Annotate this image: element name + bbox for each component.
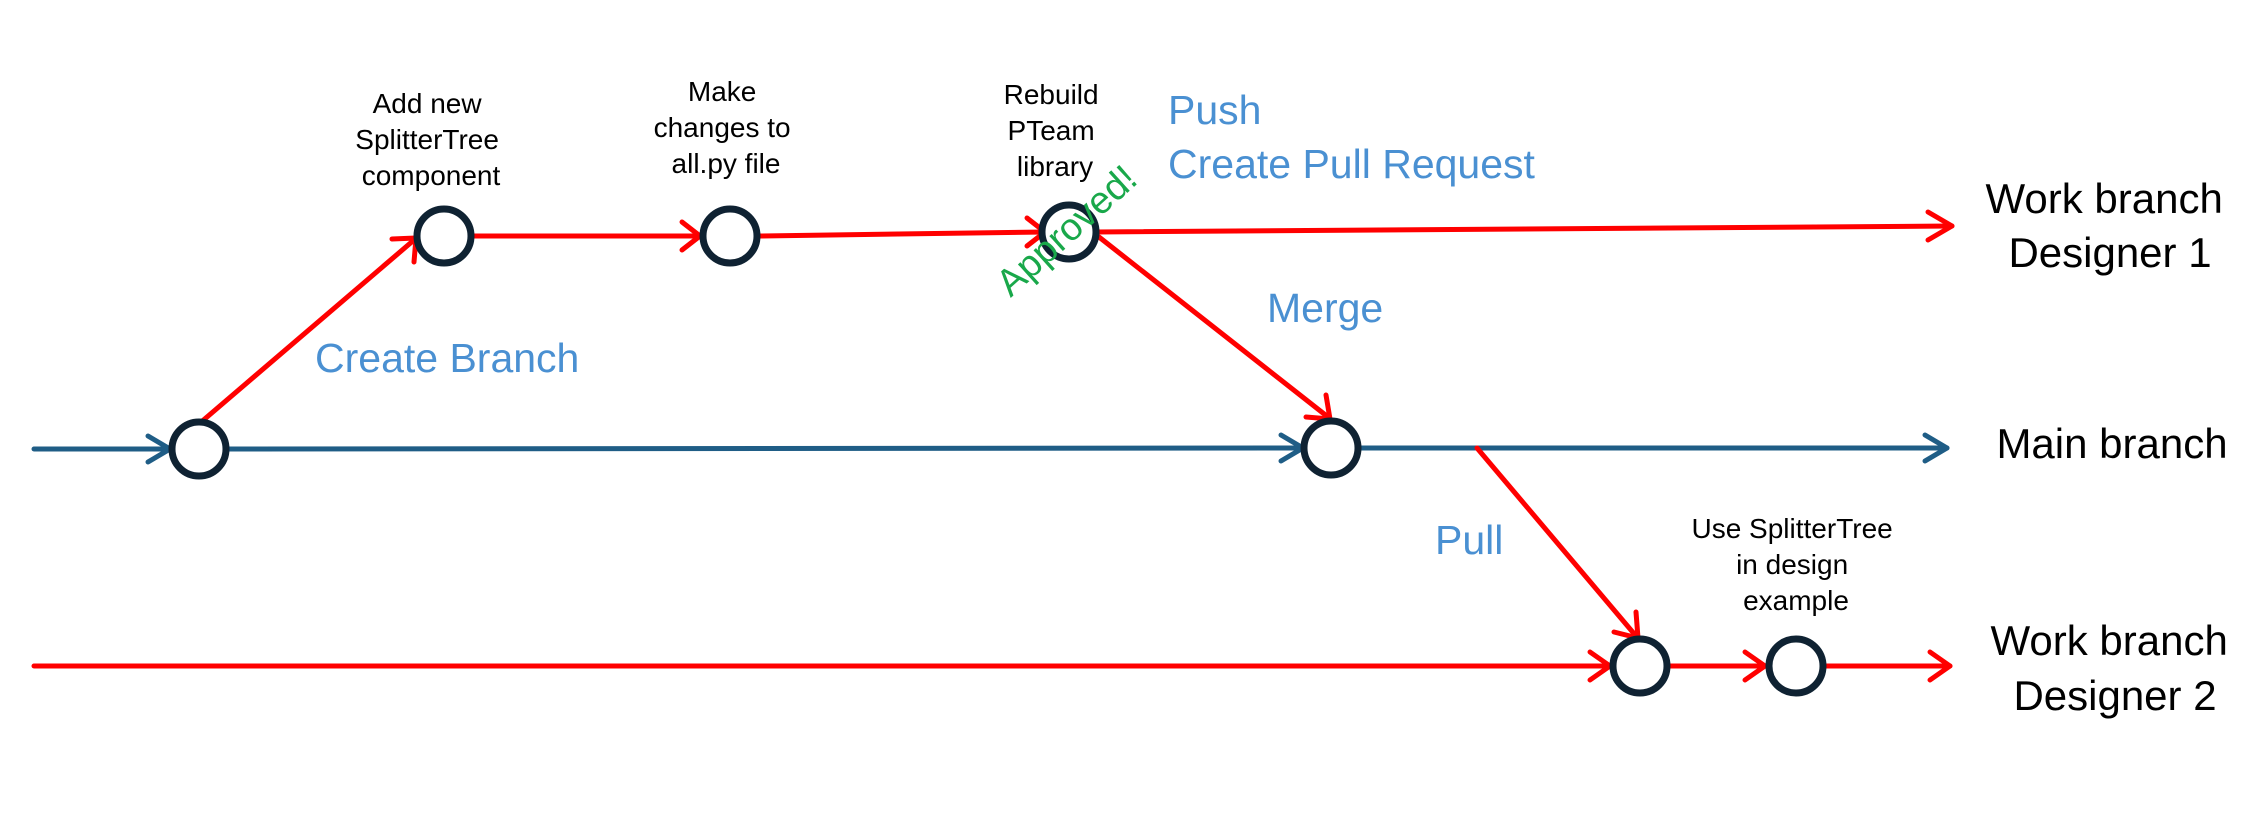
arrowhead-work-branch-1 [1925,209,1955,243]
action-create-branch: Create Branch [315,335,579,381]
commit-label-rebuild: Rebuild PTeam library [1004,79,1107,182]
commit-make-changes [699,205,761,267]
main-branch-edges [31,432,1950,465]
work-branch-designer-1-edges [197,209,1955,426]
commit-branch-point [168,418,230,480]
arrowhead-main-branch [1922,432,1950,464]
arrowhead-pull-to-use [1742,649,1768,683]
edge-work-branch-1-continue [1093,223,1955,235]
commit-label-add-component: Add new SplitterTree component [355,88,506,191]
action-merge: Merge [1267,285,1383,331]
action-create-pull-request: Create Pull Request [1168,141,1536,187]
action-pull: Pull [1435,517,1503,563]
arrowhead-work-branch-2 [1927,649,1953,683]
commit-label-use-splittertree: Use SplitterTree in design example [1691,513,1900,616]
commit-use-splittertree [1765,635,1827,697]
edge-make-to-rebuild [756,229,1048,239]
edge-merge [1096,234,1331,420]
edge-create-branch [197,237,417,426]
commit-label-make-changes: Make changes to all.py file [654,76,799,179]
commit-merge [1300,417,1362,479]
work-branch-designer-2-edges [31,445,1953,683]
edge-pull [1474,445,1639,639]
action-push: Push [1168,87,1261,133]
commit-add-component [413,205,475,267]
branch-label-main: Main branch [1996,420,2227,467]
branch-label-work-designer-1: Work branch Designer 1 [1986,175,2235,276]
edge-main-middle [225,445,1306,452]
commit-pull [1609,635,1671,697]
commit-rebuild [1038,201,1100,263]
branch-label-work-designer-2: Work branch Designer 2 [1991,617,2240,719]
commit-nodes [168,201,1827,697]
